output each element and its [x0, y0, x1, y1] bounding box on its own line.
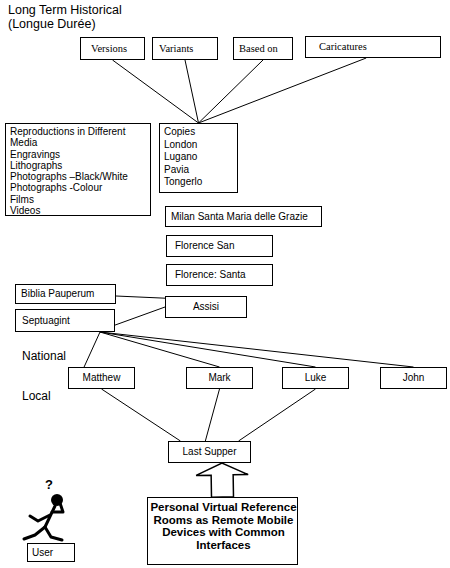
node-text: Videos	[10, 205, 150, 216]
connector-line	[185, 60, 199, 123]
connector-line	[100, 332, 220, 367]
node-text: Photographs -Colour	[10, 182, 150, 193]
level-label: Local	[22, 389, 82, 403]
connector-line	[199, 58, 367, 123]
gospel-box: Luke	[282, 367, 349, 389]
stick-figure	[24, 494, 63, 540]
category-box: Based on	[233, 37, 293, 60]
list-box: Reproductions in Different MediaEngravin…	[5, 123, 151, 216]
question-mark: ?	[45, 478, 59, 492]
node-text: Versions	[91, 43, 144, 55]
node-text: Milan Santa Maria delle Grazie	[171, 211, 321, 223]
node-text: Florence San	[175, 240, 272, 252]
source-box: Septuagint	[15, 309, 115, 332]
location-box: Milan Santa Maria delle Grazie	[165, 206, 322, 227]
node-text: London	[164, 139, 237, 152]
source-box: Biblia Pauperum	[15, 284, 116, 304]
node-text: Florence: Santa	[175, 269, 272, 281]
connector-line	[116, 296, 165, 298]
location-box: Assisi	[165, 296, 247, 318]
node-text: Photographs –Black/White	[10, 171, 150, 182]
node-text: Caricatures	[319, 41, 440, 53]
node-text: Last Supper	[169, 446, 250, 458]
location-box: Florence San	[166, 235, 273, 257]
node-text: Matthew	[69, 372, 134, 384]
block-arrow	[196, 463, 248, 497]
node-text: Biblia Pauperum	[21, 288, 115, 300]
list-box: CopiesLondonLuganoPaviaTongerlo	[159, 123, 238, 193]
node-text: Lithographs	[10, 160, 150, 171]
node-text: Based on	[239, 43, 292, 55]
node-text: Personal Virtual Reference Rooms as Remo…	[150, 501, 297, 551]
gospel-box: John	[380, 367, 447, 389]
device-box: Personal Virtual Reference Rooms as Remo…	[147, 497, 298, 565]
node-text: Variants	[159, 43, 217, 55]
node-text: Tongerlo	[164, 176, 237, 189]
node-text: Engravings	[10, 149, 150, 160]
subject-box: Last Supper	[168, 441, 251, 463]
node-text: Septuagint	[22, 315, 114, 327]
node-text: User	[32, 547, 74, 559]
location-box: Florence: Santa	[166, 264, 273, 286]
connector-line	[239, 389, 316, 441]
node-text: Copies	[164, 126, 237, 139]
node-text: Lugano	[164, 151, 237, 164]
connector-line	[100, 332, 316, 367]
node-text: Reproductions in Different Media	[10, 126, 150, 149]
category-box: Versions	[80, 37, 145, 60]
node-text: Mark	[187, 372, 252, 384]
connector-line	[205, 389, 219, 441]
connector-line	[199, 60, 264, 123]
node-text: Films	[10, 194, 150, 205]
connector-line	[102, 389, 181, 441]
category-box: Caricatures	[305, 36, 441, 58]
level-label: Long Term Historical (Longue Durée)	[8, 3, 143, 31]
connector-line	[113, 60, 199, 123]
connector-line	[100, 332, 414, 367]
level-label: National	[22, 349, 102, 363]
node-text: John	[381, 372, 446, 384]
connector-line	[115, 307, 165, 325]
node-text: Assisi	[166, 301, 246, 313]
connector-line	[84, 332, 100, 367]
category-box: Variants	[152, 37, 218, 60]
gospel-box: Mark	[186, 367, 253, 389]
node-text: Pavia	[164, 164, 237, 177]
user-box: User	[27, 543, 75, 562]
node-text: Luke	[283, 372, 348, 384]
gospel-box: Matthew	[68, 367, 135, 389]
